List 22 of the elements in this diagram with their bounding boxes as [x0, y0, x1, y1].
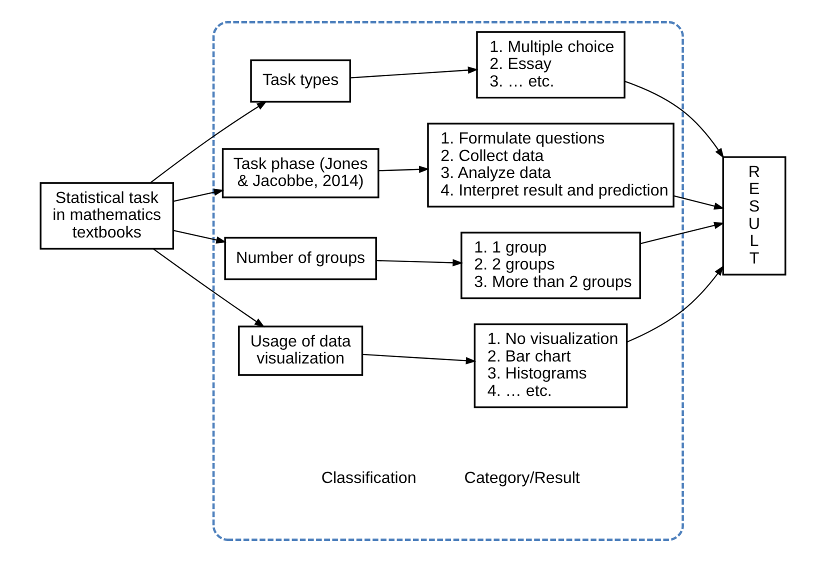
node-box: R E S U L T	[722, 156, 786, 276]
node-box: 1. 1 group 2. 2 groups 3. More than 2 groups	[460, 232, 641, 300]
arrow	[173, 188, 224, 202]
arrow	[640, 222, 724, 244]
arrow	[150, 101, 268, 184]
arrow	[350, 66, 478, 78]
arrow	[376, 259, 464, 266]
arrow	[626, 265, 724, 342]
arrow	[153, 248, 265, 328]
node-box: 1. Multiple choice 2. Essay 3. … etc.	[476, 31, 626, 99]
arrow	[173, 230, 227, 244]
arrow	[673, 195, 724, 210]
node-box: Statistical task in mathematics textbooks	[40, 182, 174, 250]
node-box: 1. No visualization 2. Bar chart 3. Histograms 4. … etc.	[474, 323, 628, 408]
node-box: Usage of data visualization	[238, 326, 364, 376]
node-box: Task phase (Jones & Jacobbe, 2014)	[222, 148, 380, 198]
node-box: 1. Formulate questions 2. Collect data 3. Analyze data 4. Interpret result and prediction	[427, 122, 674, 208]
node-box: Task types	[250, 59, 352, 103]
arrow	[624, 80, 724, 159]
node-box: Number of groups	[224, 236, 377, 280]
arrow	[378, 166, 430, 174]
arrow	[362, 354, 476, 364]
